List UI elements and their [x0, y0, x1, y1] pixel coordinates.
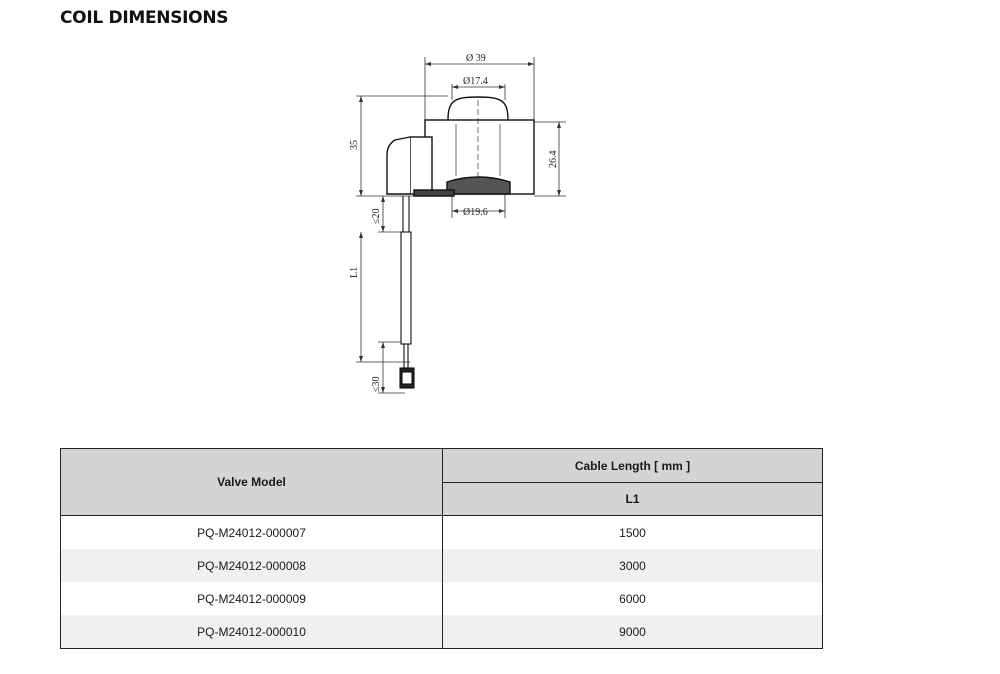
dim-height-total: 35 [349, 140, 360, 150]
cable-length-cell: 1500 [442, 515, 823, 549]
table-row: PQ-M24012-000010 9000 [60, 615, 823, 649]
cable-length-table: Valve Model Cable Length [ mm ] L1 PQ-M2… [60, 448, 823, 649]
valve-model-cell: PQ-M24012-000009 [60, 582, 443, 615]
dim-cable-length: L1 [349, 267, 360, 278]
table-row: PQ-M24012-000008 3000 [60, 549, 823, 582]
header-valve-model: Valve Model [60, 448, 443, 516]
valve-model-cell: PQ-M24012-000010 [60, 615, 443, 649]
cable-length-cell: 3000 [442, 549, 823, 582]
table-row: PQ-M24012-000007 1500 [60, 515, 823, 549]
cable-length-cell: 6000 [442, 582, 823, 615]
dim-cable-end: ≤30 [371, 377, 382, 393]
dim-bottom-diameter: Ø19.6 [463, 207, 488, 218]
dim-height-body: 26.4 [548, 151, 559, 169]
dim-cable-top: ≤20 [371, 209, 382, 225]
dim-outer-diameter: Ø 39 [466, 53, 486, 64]
valve-model-cell: PQ-M24012-000007 [60, 515, 443, 549]
page-title: COIL DIMENSIONS [60, 8, 229, 28]
valve-model-cell: PQ-M24012-000008 [60, 549, 443, 582]
coil-dimension-drawing: Ø 39 Ø17.4 Ø19.6 35 26.4 ≤20 L1 ≤30 [349, 53, 566, 394]
header-l1: L1 [442, 482, 823, 516]
table-row: PQ-M24012-000009 6000 [60, 582, 823, 615]
dim-top-diameter: Ø17.4 [463, 76, 488, 87]
header-cable-length: Cable Length [ mm ] [442, 448, 823, 483]
cable-length-cell: 9000 [442, 615, 823, 649]
